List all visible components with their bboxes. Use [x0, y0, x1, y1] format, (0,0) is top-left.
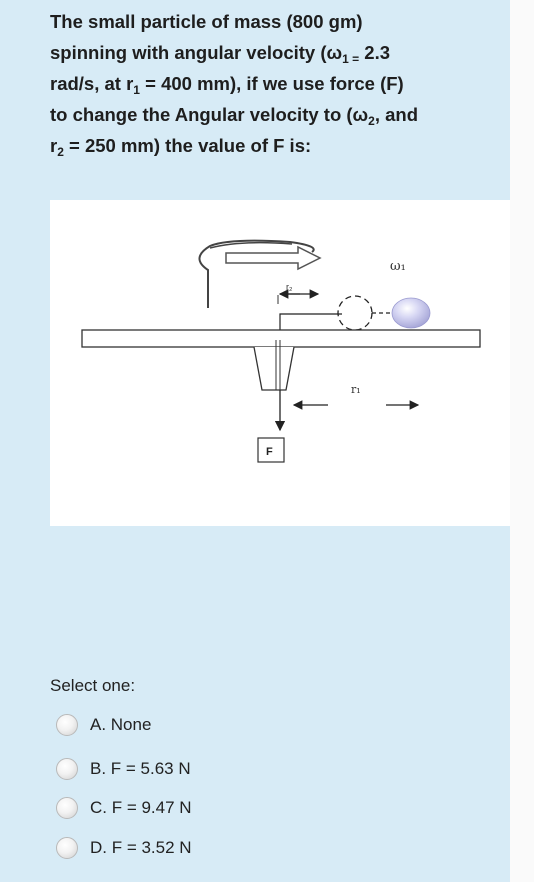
force-label: F [266, 446, 273, 458]
option-d[interactable]: D. F = 3.52 N [56, 834, 192, 862]
radio-button-c[interactable] [56, 797, 78, 819]
select-one-label: Select one: [50, 676, 136, 695]
omega1-label: ω₁ [390, 259, 406, 274]
question-line-4: to change the Angular velocity to (ω2, a… [50, 104, 419, 128]
option-a-label: A. None [90, 715, 152, 734]
question-line-1: The small particle of mass (800 gm) [50, 11, 363, 32]
radio-button-b[interactable] [56, 758, 78, 780]
question-line-5: r2 = 250 mm) the value of F is: [50, 135, 312, 159]
option-b-label: B. F = 5.63 N [90, 759, 191, 778]
particle-new-position [337, 295, 373, 331]
r2-dimension: r₂ [277, 282, 320, 304]
mechanism-diagram: r₂ ω₁ F r₁ [81, 239, 481, 463]
question-text: The small particle of mass (800 gm) spin… [50, 6, 490, 161]
option-a[interactable]: A. None [56, 711, 151, 739]
page-margin [510, 0, 534, 882]
option-b[interactable]: B. F = 5.63 N [56, 755, 191, 783]
force-box [257, 437, 285, 463]
rotation-arrow-icon [198, 239, 322, 308]
option-c[interactable]: C. F = 9.47 N [56, 794, 192, 822]
option-c-label: C. F = 9.47 N [90, 798, 192, 817]
radio-button-d[interactable] [56, 837, 78, 859]
question-figure: r₂ ω₁ F r₁ [50, 200, 510, 526]
radio-button-a[interactable] [56, 714, 78, 736]
question-line-2: spinning with angular velocity (ω1 = 2.3 [50, 42, 390, 66]
r1-dimension: r₁ [292, 383, 420, 410]
particle [391, 297, 431, 329]
question-line-3: rad/s, at r1 = 400 mm), if we use force … [50, 73, 404, 97]
option-d-label: D. F = 3.52 N [90, 838, 192, 857]
r2-label: r₂ [286, 282, 293, 292]
table-surface [81, 329, 481, 348]
tube [253, 346, 295, 391]
r1-label: r₁ [351, 383, 361, 396]
